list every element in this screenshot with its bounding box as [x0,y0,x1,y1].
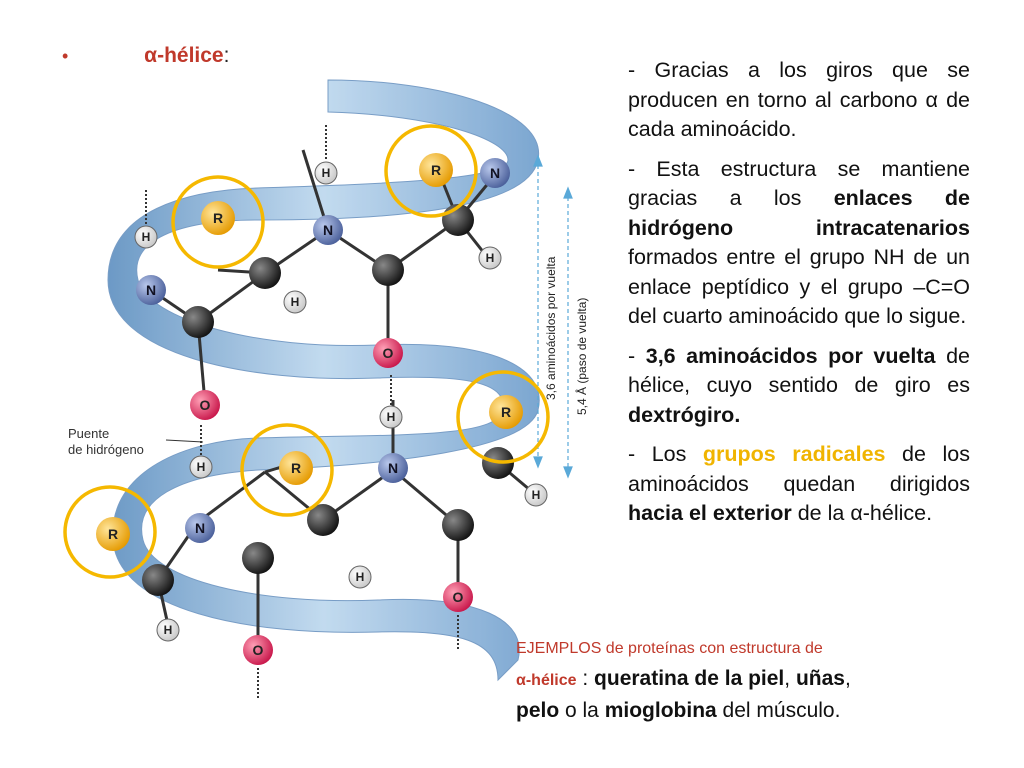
title-colon: : [223,44,230,67]
svg-text:H: H [291,295,300,309]
svg-text:H: H [142,230,151,244]
carbon-atom [142,564,174,596]
nitrogen-atom: N [313,215,343,245]
svg-text:N: N [323,222,333,238]
svg-text:N: N [490,165,500,181]
label-puente-2: de hidrógeno [68,442,144,457]
svg-text:O: O [253,642,264,658]
hydrogen-atom: H [379,405,403,429]
carbon-atom [249,257,281,289]
r-group: R [96,517,130,551]
svg-text:O: O [453,589,464,605]
oxygen-atom: O [243,635,273,665]
r-group: R [279,451,313,485]
svg-text:H: H [197,460,206,474]
nitrogen-atom: N [480,158,510,188]
oxygen-atom: O [373,338,403,368]
carbon-atom [182,306,214,338]
svg-text:R: R [213,210,223,226]
examples-block: EJEMPLOS de proteínas con estructura de … [516,640,996,726]
svg-text:H: H [387,410,396,424]
hydrogen-atom: H [283,290,307,314]
hydrogen-atom: H [524,483,548,507]
carbon-atom [307,504,339,536]
svg-text:R: R [291,460,301,476]
svg-text:R: R [501,404,511,420]
atoms: R R R R R N N N N N O O O O H H H H H H … [96,153,548,665]
label-paso: 5,4 Å (paso de vuelta) [574,298,589,415]
hydrogen-atom: H [134,225,158,249]
title-label: -hélice [157,44,224,67]
carbon-atom [372,254,404,286]
oxygen-atom: O [190,390,220,420]
hydrogen-atom: H [478,246,502,270]
svg-text:H: H [532,488,541,502]
examples-list: α-hélice : queratina de la piel, uñas, p… [516,667,851,722]
examples-heading: EJEMPLOS de proteínas con estructura de [516,640,823,657]
r-group: R [489,395,523,429]
nitrogen-atom: N [185,513,215,543]
bullet-1: - Gracias a los giros que se producen en… [628,58,971,141]
r-group-highlight-circles [63,124,550,579]
carbon-atom [242,542,274,574]
hydrogen-bond-dashes [145,125,459,698]
bullet-3: - 3,6 aminoácidos por vuelta de hélice, … [628,343,970,427]
bullet-4: - Los grupos radicales de los aminoácido… [628,442,970,525]
helix-measure-arrows [533,154,573,479]
alpha-helix-figure: 3,6 aminoácidos por vuelta 5,4 Å (paso d… [63,79,589,698]
hydrogen-atom: H [314,161,338,185]
svg-text:N: N [195,520,205,536]
carbon-atom [442,509,474,541]
r-group: R [419,153,453,187]
helix-ribbon [107,79,540,682]
label-vuelta: 3,6 aminoácidos por vuelta [544,256,558,400]
explanation-text: - Gracias a los giros que se producen en… [628,56,970,539]
svg-text:H: H [486,251,495,265]
svg-text:N: N [388,460,398,476]
hydrogen-atom: H [189,455,213,479]
alpha-helix-label: α-hélice [516,672,577,689]
svg-text:O: O [200,397,211,413]
oxygen-atom: O [443,582,473,612]
nitrogen-atom: N [378,453,408,483]
puente-pointer [165,439,204,443]
title-alpha: α [144,44,158,67]
slide-title: • α-hélice: [62,44,229,68]
svg-text:R: R [431,162,441,178]
svg-text:O: O [383,345,394,361]
svg-text:H: H [164,623,173,637]
bullet-dot: • [62,46,69,66]
label-puente-1: Puente [68,426,109,441]
bullet-2: - Esta estructura se mantiene gracias a … [628,156,970,329]
svg-text:R: R [108,526,118,542]
r-group: R [201,201,235,235]
svg-text:H: H [322,166,331,180]
hydrogen-atom: H [156,618,180,642]
nitrogen-atom: N [136,275,166,305]
hydrogen-atom: H [348,565,372,589]
svg-text:N: N [146,282,156,298]
svg-text:H: H [356,570,365,584]
